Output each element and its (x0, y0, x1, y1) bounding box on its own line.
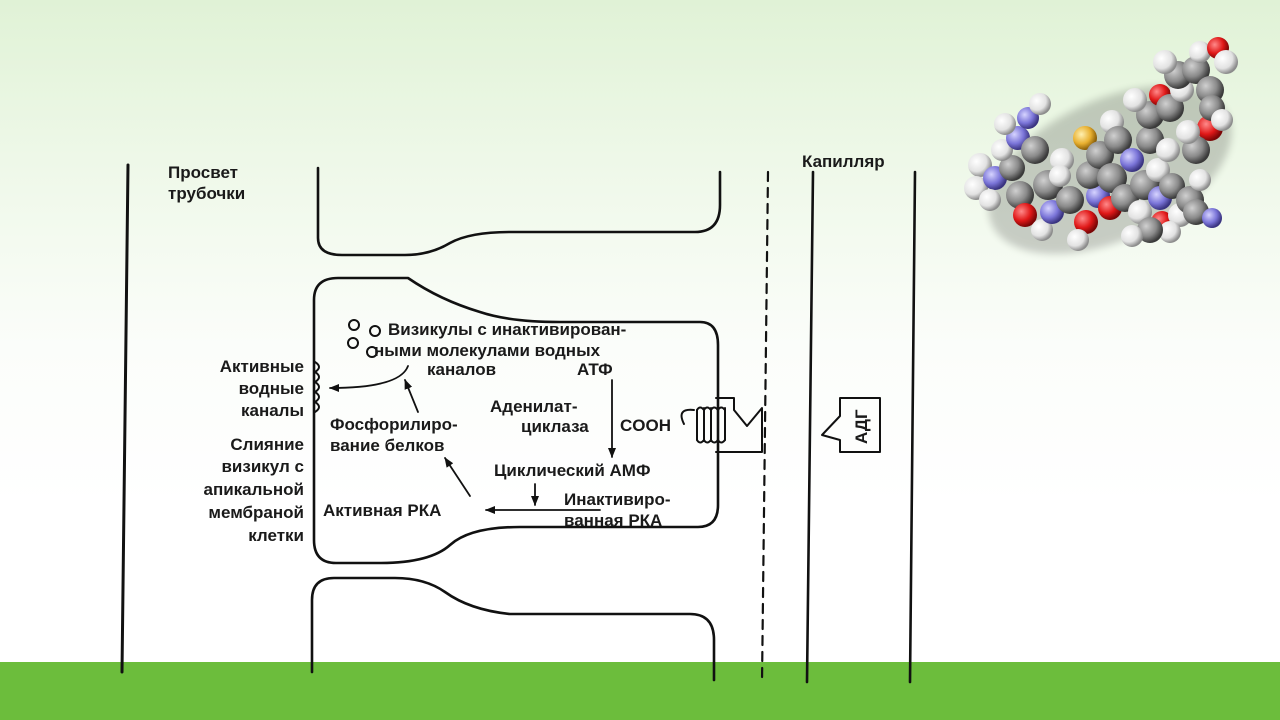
molecule-atom (1067, 229, 1089, 251)
lumen-label-line2: трубочки (168, 184, 245, 203)
vesicles-label-3: каналов (427, 360, 496, 379)
active-channels-label-1: Активные (220, 357, 304, 376)
molecule-atom (1031, 219, 1053, 241)
arrow-pka-to-phosphorylation (444, 457, 471, 497)
molecule-atom (991, 139, 1013, 161)
molecule-atom (1104, 126, 1132, 154)
active-channels-label-2: водные (239, 379, 304, 398)
adh-label: АДГ (852, 409, 871, 444)
fusion-label-5: клетки (248, 526, 304, 545)
molecule-atom (1074, 210, 1098, 234)
adenylate-cyclase-label-2: циклаза (521, 417, 589, 436)
molecule-atom (999, 155, 1025, 181)
molecule-atom (1156, 94, 1184, 122)
upper-cell-outline (316, 166, 722, 257)
molecule-atom (1202, 208, 1222, 228)
molecule-atom (1073, 126, 1097, 150)
cooh-label: COOH (620, 416, 671, 435)
inactive-pka-label-2: ванная РКА (564, 511, 662, 530)
molecule-atom (1137, 217, 1163, 243)
arrow-vesicles-to-channels (329, 365, 409, 392)
phosphorylation-label-1: Фосфорилиро- (330, 415, 458, 434)
lower-cell-outline (310, 576, 716, 682)
fusion-label-3: апикальной (204, 480, 305, 499)
capillary-label: Капилляр (802, 152, 885, 171)
atp-label: АТФ (577, 360, 613, 379)
molecule-atom (1189, 41, 1211, 63)
molecule-atom (979, 189, 1001, 211)
molecule-atom (1049, 165, 1071, 187)
molecule-atom (1006, 181, 1034, 209)
active-channels-label-3: каналы (241, 401, 304, 420)
molecule-atom (1182, 56, 1210, 84)
active-water-channel-squiggle (314, 361, 320, 413)
fusion-label-1: Слияние (230, 435, 304, 454)
molecule-atom (1029, 93, 1051, 115)
molecule-atom (1120, 148, 1144, 172)
phosphorylation-label-2: вание белков (330, 436, 444, 455)
active-pka-label: Активная РКА (323, 501, 441, 520)
basement-membrane-dashed-line (760, 170, 770, 684)
molecule-atom (1121, 225, 1143, 247)
fusion-label-4: мембраной (208, 503, 304, 522)
inactive-pka-label-1: Инактивиро- (564, 490, 671, 509)
lumen-wall-line (120, 163, 130, 674)
molecule-atom (1214, 50, 1238, 74)
adh-hormone-box (821, 397, 881, 453)
molecule-atom (994, 113, 1016, 135)
camp-label: Циклический АМФ (494, 461, 650, 480)
molecule-atom (1156, 138, 1180, 162)
fusion-label-2: визикул с (221, 457, 304, 476)
main-cell-outline (312, 276, 720, 565)
adenylate-cyclase-label-1: Аденилат- (490, 397, 577, 416)
molecule-atom (1123, 88, 1147, 112)
molecule-atom (1056, 186, 1084, 214)
molecule-atom (1153, 50, 1177, 74)
molecule-atom (1013, 203, 1037, 227)
molecule-atom (1189, 169, 1211, 191)
arrow-phosphorylation-to-vesicles (404, 379, 419, 413)
adh-receptor-icon (680, 397, 763, 453)
adh-space-filling-molecule-icon (964, 37, 1238, 254)
vesicles-label-1: Визикулы с инактивирован- (388, 320, 626, 339)
molecule-atom (1176, 120, 1200, 144)
molecule-atom (1211, 109, 1233, 131)
vesicle-group (347, 319, 381, 358)
molecule-atom (1159, 221, 1181, 243)
vesicles-label-2: ными молекулами водных (374, 341, 601, 360)
molecule-atom (1021, 136, 1049, 164)
capillary-walls (805, 170, 917, 684)
bottom-green-bar (0, 662, 1280, 720)
lumen-label-line1: Просвет (168, 163, 238, 182)
